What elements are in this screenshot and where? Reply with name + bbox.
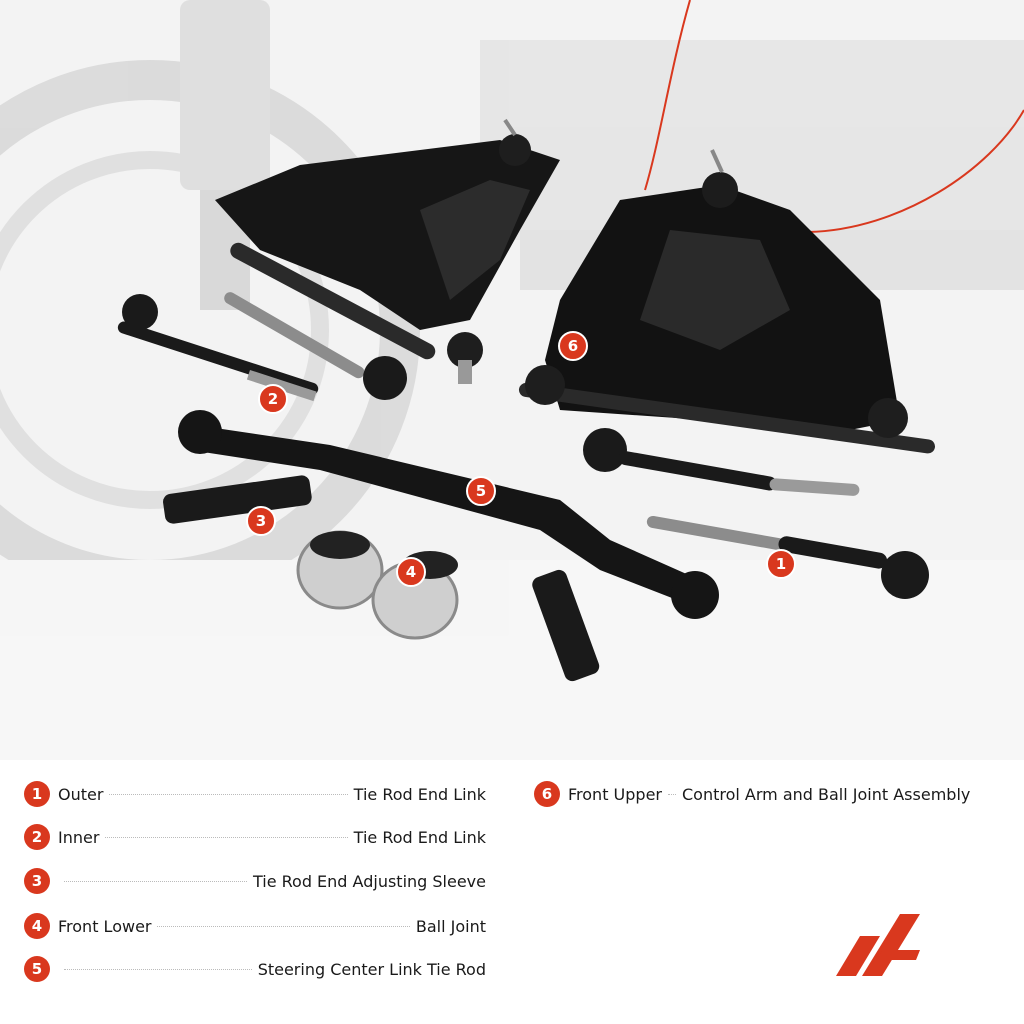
legend-item-6: 6 Front Upper Control Arm and Ball Joint… xyxy=(534,780,1014,808)
inner-tie-rod xyxy=(117,292,407,402)
callout-badge-4: 4 xyxy=(396,557,426,587)
legend-tail: Tie Rod End Adjusting Sleeve xyxy=(252,871,486,891)
leader-dots xyxy=(105,836,348,838)
callout-badge-5: 5 xyxy=(466,476,496,506)
outer-tie-rod xyxy=(583,428,929,599)
callout-badge-1: 1 xyxy=(766,549,796,579)
ap-logo-icon xyxy=(836,914,920,976)
red-wire xyxy=(807,109,1024,233)
leader-dots xyxy=(157,925,410,927)
red-wire xyxy=(644,0,691,191)
callout-badge-6: 6 xyxy=(558,331,588,361)
leader-dots xyxy=(109,793,348,795)
legend-item-2: 2 Inner Tie Rod End Link xyxy=(24,823,486,851)
legend-tail: Steering Center Link Tie Rod xyxy=(257,959,486,979)
legend-lead: Outer xyxy=(58,784,104,804)
legend-badge: 2 xyxy=(24,824,50,850)
adjusting-sleeve xyxy=(163,475,600,682)
legend-badge: 3 xyxy=(24,868,50,894)
legend-lead: Front Upper xyxy=(568,784,662,804)
leader-dots xyxy=(668,793,676,795)
parts-illustration xyxy=(0,0,1024,682)
legend-badge: 6 xyxy=(534,781,560,807)
center-link xyxy=(178,410,719,619)
legend-tail: Ball Joint xyxy=(415,916,486,936)
left-control-arm xyxy=(215,118,560,384)
legend-badge: 4 xyxy=(24,913,50,939)
legend-lead: Front Lower xyxy=(58,916,152,936)
legend-lead: Inner xyxy=(58,827,100,847)
leader-dots xyxy=(64,880,247,882)
leader-dots xyxy=(64,968,252,970)
legend-item-4: 4 Front Lower Ball Joint xyxy=(24,912,486,940)
legend-item-5: 5 Steering Center Link Tie Rod xyxy=(24,955,486,983)
legend-badge: 1 xyxy=(24,781,50,807)
legend-badge: 5 xyxy=(24,956,50,982)
legend-item-1: 1 Outer Tie Rod End Link xyxy=(24,780,486,808)
legend-item-3: 3 Tie Rod End Adjusting Sleeve xyxy=(24,867,486,895)
legend-tail: Tie Rod End Link xyxy=(353,784,486,804)
callout-badge-2: 2 xyxy=(258,384,288,414)
product-photo: 6 2 5 3 1 4 xyxy=(0,0,1024,760)
ball-joint xyxy=(296,530,459,640)
legend-tail: Control Arm and Ball Joint Assembly xyxy=(682,784,971,804)
right-control-arm xyxy=(518,149,936,454)
callout-badge-3: 3 xyxy=(246,506,276,536)
legend-tail: Tie Rod End Link xyxy=(353,827,486,847)
